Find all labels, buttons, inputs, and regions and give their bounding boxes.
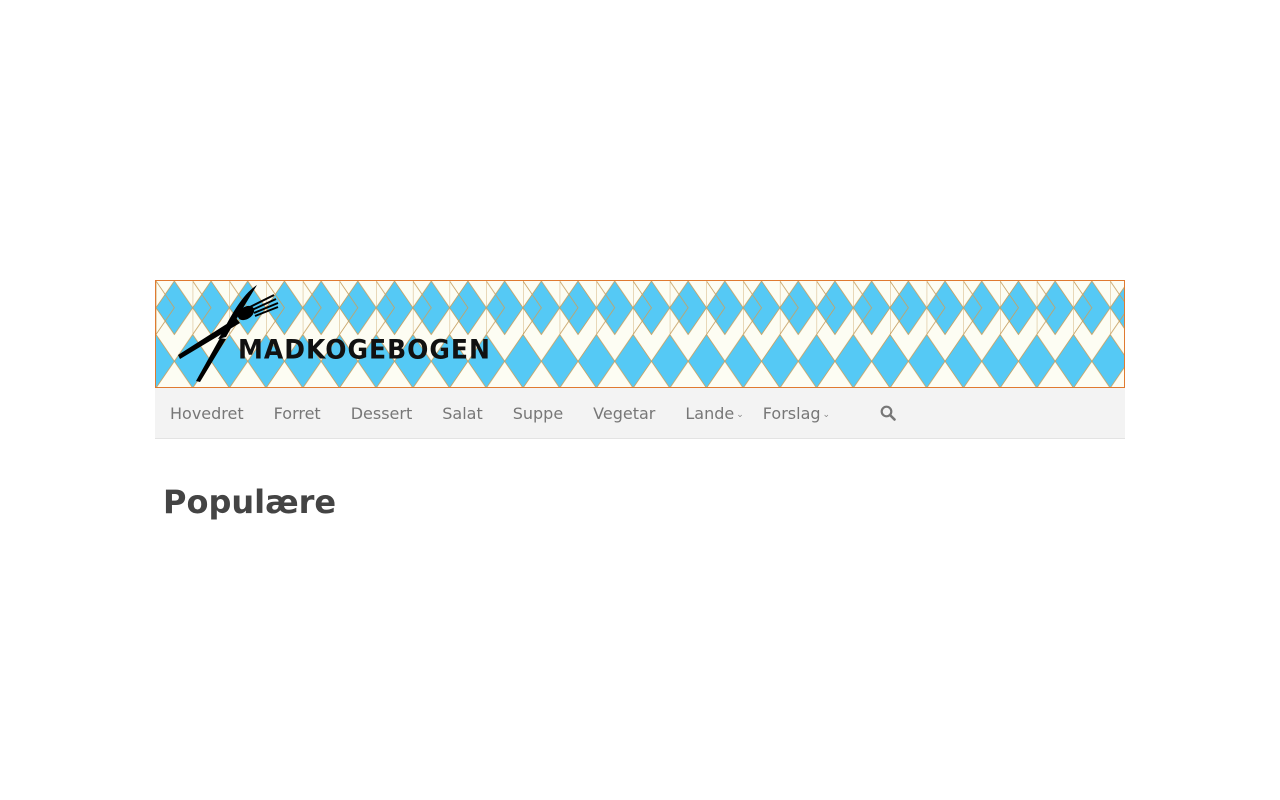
nav-label: Forret (273, 403, 321, 423)
search-icon (880, 405, 896, 421)
page-title: Populære (163, 483, 337, 521)
site-logo-text: MADKOGEBOGEN (238, 334, 491, 365)
nav-label: Salat (442, 403, 483, 423)
nav-label: Forslag (762, 403, 821, 423)
nav-item-dessert[interactable]: Dessert (336, 404, 428, 423)
nav-item-vegetar[interactable]: Vegetar (578, 404, 670, 423)
main-nav: Hovedret Forret Dessert Salat Suppe Vege… (155, 388, 1125, 439)
chevron-down-icon: ⌄ (822, 410, 831, 420)
nav-item-hovedret[interactable]: Hovedret (155, 404, 259, 423)
diamond-pattern (156, 281, 1124, 387)
chevron-down-icon: ⌄ (736, 410, 744, 420)
nav-item-lande[interactable]: Lande⌄ (670, 404, 747, 423)
nav-item-forret[interactable]: Forret (259, 404, 336, 423)
nav-label: Lande (685, 403, 735, 423)
nav-item-suppe[interactable]: Suppe (498, 404, 578, 423)
nav-label: Dessert (350, 403, 413, 423)
header-banner[interactable]: MADKOGEBOGEN (155, 280, 1125, 388)
nav-label: Vegetar (593, 403, 656, 423)
nav-item-salat[interactable]: Salat (427, 404, 497, 423)
site-header: MADKOGEBOGEN Hovedret Forret Dessert Sal… (155, 280, 1125, 439)
nav-label: Suppe (512, 403, 564, 423)
search-button[interactable] (865, 405, 911, 421)
cutlery-logo-icon (178, 285, 279, 382)
nav-label: Hovedret (170, 403, 244, 423)
nav-item-forslag[interactable]: Forslag⌄ (748, 404, 845, 423)
